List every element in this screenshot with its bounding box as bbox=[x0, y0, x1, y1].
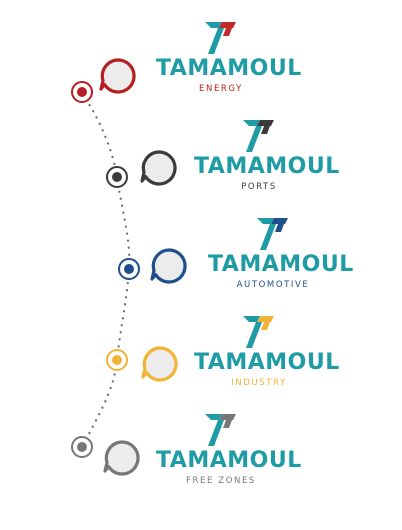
tamamoul-logo: TAMAMOUL FREE ZONES bbox=[156, 412, 302, 502]
node-dot bbox=[112, 355, 122, 365]
speech-bubble-icon bbox=[98, 56, 138, 96]
timeline-node-icon bbox=[71, 436, 93, 458]
tamamoul-logo-mark-icon bbox=[202, 412, 238, 448]
tamamoul-logo-mark-icon bbox=[240, 314, 276, 350]
node-dot bbox=[112, 172, 122, 182]
tamamoul-logo: TAMAMOUL AUTOMOTIVE bbox=[208, 216, 354, 306]
node-dot bbox=[77, 442, 87, 452]
timeline-node-icon bbox=[118, 258, 140, 280]
brand-division: AUTOMOTIVE bbox=[236, 280, 310, 290]
node-dot bbox=[124, 264, 134, 274]
timeline-node-icon bbox=[106, 166, 128, 188]
brand-division: PORTS bbox=[241, 182, 277, 192]
brand-name: TAMAMOUL bbox=[156, 448, 302, 473]
brand-division: ENERGY bbox=[199, 84, 243, 94]
tamamoul-logo-mark-icon bbox=[254, 216, 290, 252]
brand-row-free-zones: TAMAMOUL FREE ZONES bbox=[0, 412, 402, 518]
speech-bubble-icon bbox=[139, 148, 179, 188]
brand-row-industry: TAMAMOUL INDUSTRY bbox=[0, 314, 402, 420]
speech-bubble-icon bbox=[149, 246, 189, 286]
tamamoul-logo: TAMAMOUL PORTS bbox=[194, 118, 340, 208]
brand-row-automotive: TAMAMOUL AUTOMOTIVE bbox=[0, 216, 402, 322]
brand-name: TAMAMOUL bbox=[208, 252, 354, 277]
tamamoul-logo: TAMAMOUL INDUSTRY bbox=[194, 314, 340, 404]
brand-name: TAMAMOUL bbox=[194, 154, 340, 179]
brand-name: TAMAMOUL bbox=[194, 350, 340, 375]
tamamoul-logo-mark-icon bbox=[240, 118, 276, 154]
brand-name: TAMAMOUL bbox=[156, 56, 302, 81]
tamamoul-logo-mark-icon bbox=[202, 20, 238, 56]
brand-row-energy: TAMAMOUL ENERGY bbox=[0, 20, 402, 126]
brand-division: INDUSTRY bbox=[231, 378, 287, 388]
node-dot bbox=[77, 87, 87, 97]
brand-division: FREE ZONES bbox=[186, 476, 256, 486]
brand-row-ports: TAMAMOUL PORTS bbox=[0, 118, 402, 224]
tamamoul-logo: TAMAMOUL ENERGY bbox=[156, 20, 302, 110]
timeline-node-icon bbox=[106, 349, 128, 371]
speech-bubble-icon bbox=[102, 438, 142, 478]
speech-bubble-icon bbox=[140, 344, 180, 384]
timeline-node-icon bbox=[71, 81, 93, 103]
